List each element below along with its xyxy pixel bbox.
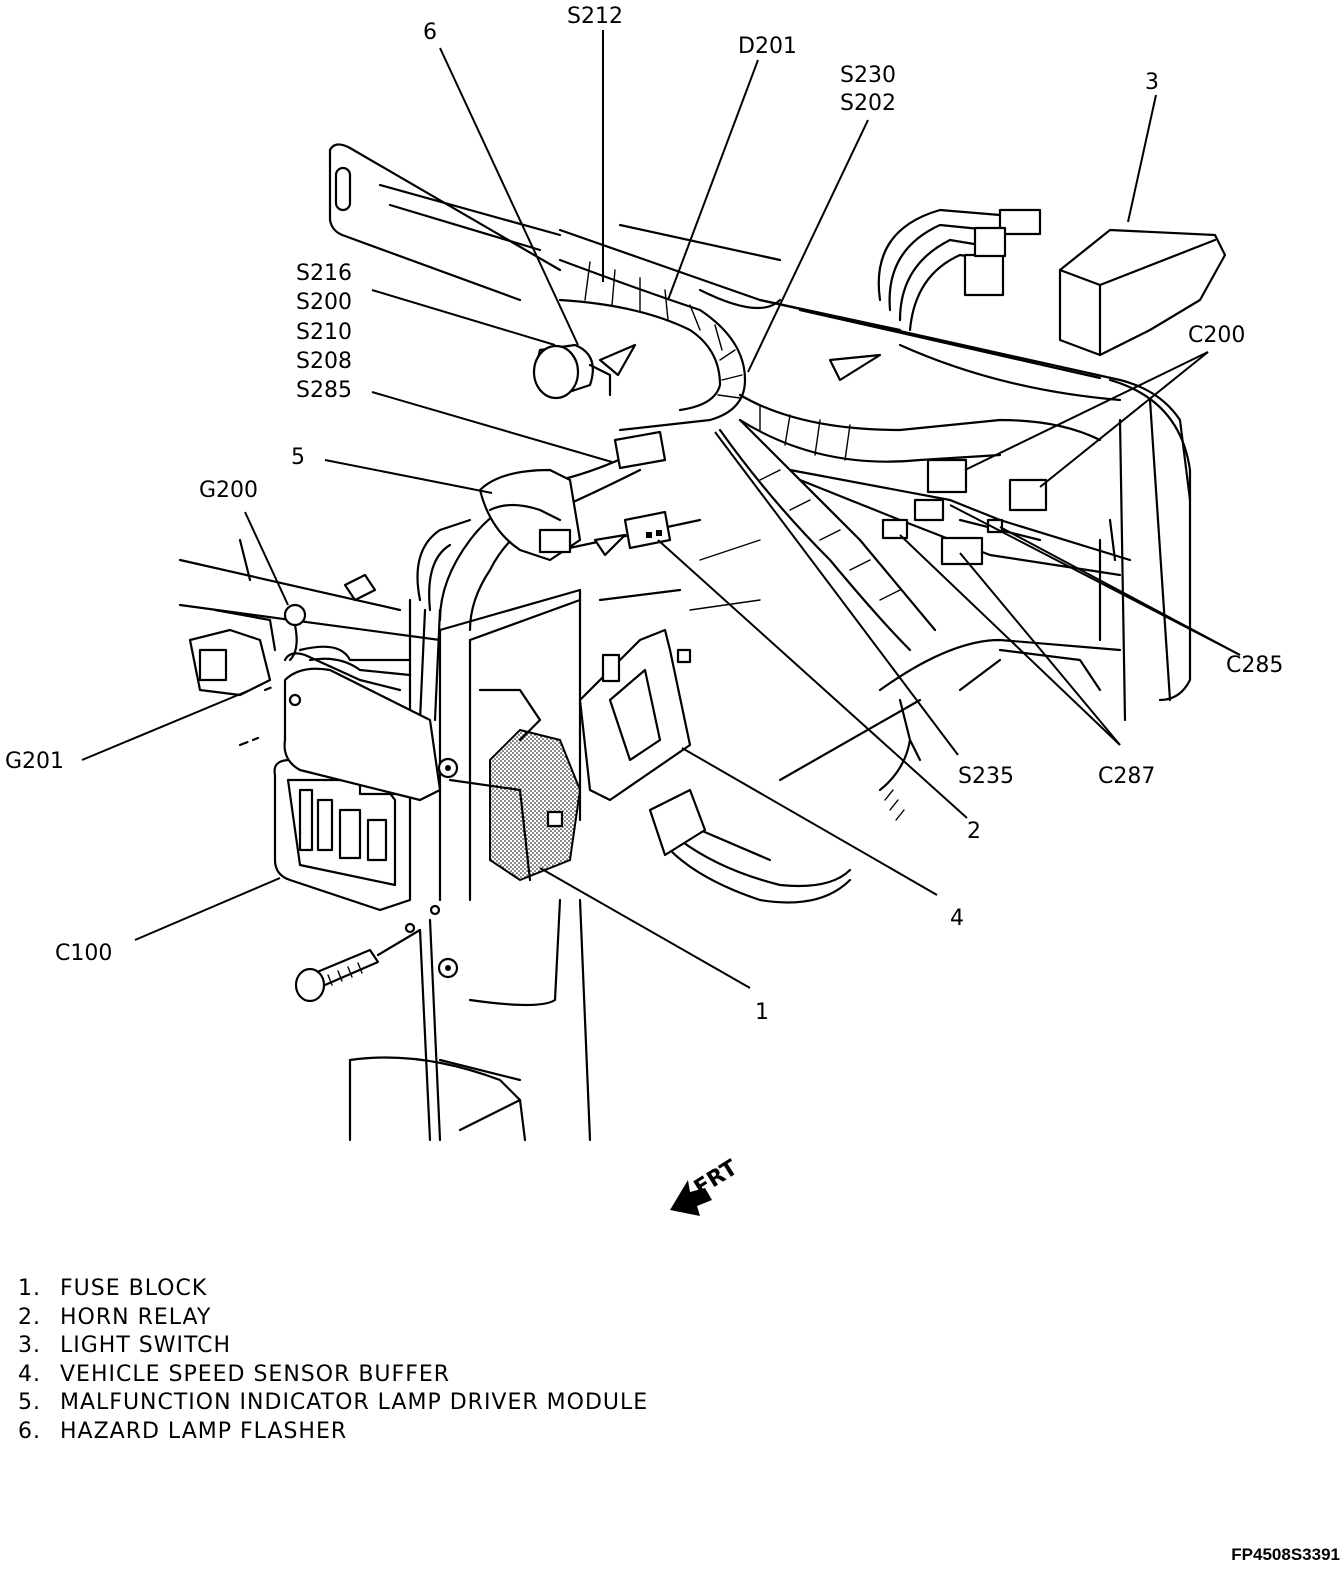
legend-label: HAZARD LAMP FLASHER xyxy=(60,1418,348,1444)
hazard-lamp-flasher xyxy=(532,343,612,400)
components xyxy=(188,208,1227,1003)
legend-number: 3. xyxy=(18,1333,41,1358)
callout-3: 3 xyxy=(1145,70,1159,95)
component-legend: 1. FUSE BLOCK 2. HORN RELAY 3. LIGHT SWITCH… xyxy=(18,1275,648,1446)
callout-c285: C285 xyxy=(1226,653,1283,678)
frt-label: FRT xyxy=(690,1156,742,1202)
legend-number: 1. xyxy=(18,1276,41,1301)
callout-g200: G200 xyxy=(199,478,258,503)
callout-c200: C200 xyxy=(1188,323,1245,348)
legend-label: VEHICLE SPEED SENSOR BUFFER xyxy=(60,1361,451,1387)
callout-c100: C100 xyxy=(55,941,112,966)
callout-2: 2 xyxy=(967,819,981,844)
wiring-harness xyxy=(298,208,1132,904)
legend-number: 4. xyxy=(18,1361,41,1387)
mounting-screw xyxy=(294,904,441,1003)
legend-number: 6. xyxy=(18,1418,41,1444)
callout-1: 1 xyxy=(755,1000,769,1025)
callout-s285: S285 xyxy=(296,378,352,403)
leader-lines xyxy=(81,30,1241,989)
legend-item: 6. HAZARD LAMP FLASHER xyxy=(18,1418,648,1447)
callout-c287: C287 xyxy=(1098,764,1155,789)
callout-s235: S235 xyxy=(958,764,1014,789)
callout-6: 6 xyxy=(423,20,437,45)
vss-buffer xyxy=(578,628,707,857)
light-switch xyxy=(963,208,1227,357)
callout-s210: S210 xyxy=(296,320,352,345)
callout-s212: S212 xyxy=(567,4,623,29)
callout-s202: S202 xyxy=(840,91,896,116)
legend-item: 4. VEHICLE SPEED SENSOR BUFFER xyxy=(18,1361,648,1390)
front-arrow-icon xyxy=(670,1180,712,1216)
callout-d201: D201 xyxy=(738,34,797,59)
callout-s200: S200 xyxy=(296,290,352,315)
callout-s216: S216 xyxy=(296,261,352,286)
mil-driver-module xyxy=(478,468,582,562)
legend-item: 1. FUSE BLOCK xyxy=(18,1275,648,1304)
legend-label: LIGHT SWITCH xyxy=(60,1333,232,1358)
legend-item: 5. MALFUNCTION INDICATOR LAMP DRIVER MODU… xyxy=(18,1389,648,1418)
callout-s230: S230 xyxy=(840,63,896,88)
panel-structure xyxy=(178,143,1192,1142)
legend-label: HORN RELAY xyxy=(60,1304,212,1330)
legend-item: 3. LIGHT SWITCH xyxy=(18,1332,648,1361)
front-direction-indicator: FRT xyxy=(670,1156,742,1216)
callout-g201: G201 xyxy=(5,749,64,774)
callout-4: 4 xyxy=(950,906,964,931)
legend-item: 2. HORN RELAY xyxy=(18,1304,648,1333)
horn-relay xyxy=(623,510,672,550)
callout-labels: 6 S212 D201 S230 S202 3 S216 S200 S210 S… xyxy=(5,4,1283,1025)
figure-id: FP4508S3391 xyxy=(1231,1545,1340,1564)
legend-label: FUSE BLOCK xyxy=(60,1276,208,1301)
legend-label: MALFUNCTION INDICATOR LAMP DRIVER MODULE xyxy=(60,1390,649,1415)
legend-number: 2. xyxy=(18,1304,41,1330)
fuse-block xyxy=(448,688,582,882)
wiring-diagram: 6 S212 D201 S230 S202 3 S216 S200 S210 S… xyxy=(5,4,1283,1216)
g201-bracket xyxy=(188,608,402,697)
legend-number: 5. xyxy=(18,1390,41,1415)
callout-s208: S208 xyxy=(296,349,352,374)
callout-5: 5 xyxy=(291,445,305,470)
